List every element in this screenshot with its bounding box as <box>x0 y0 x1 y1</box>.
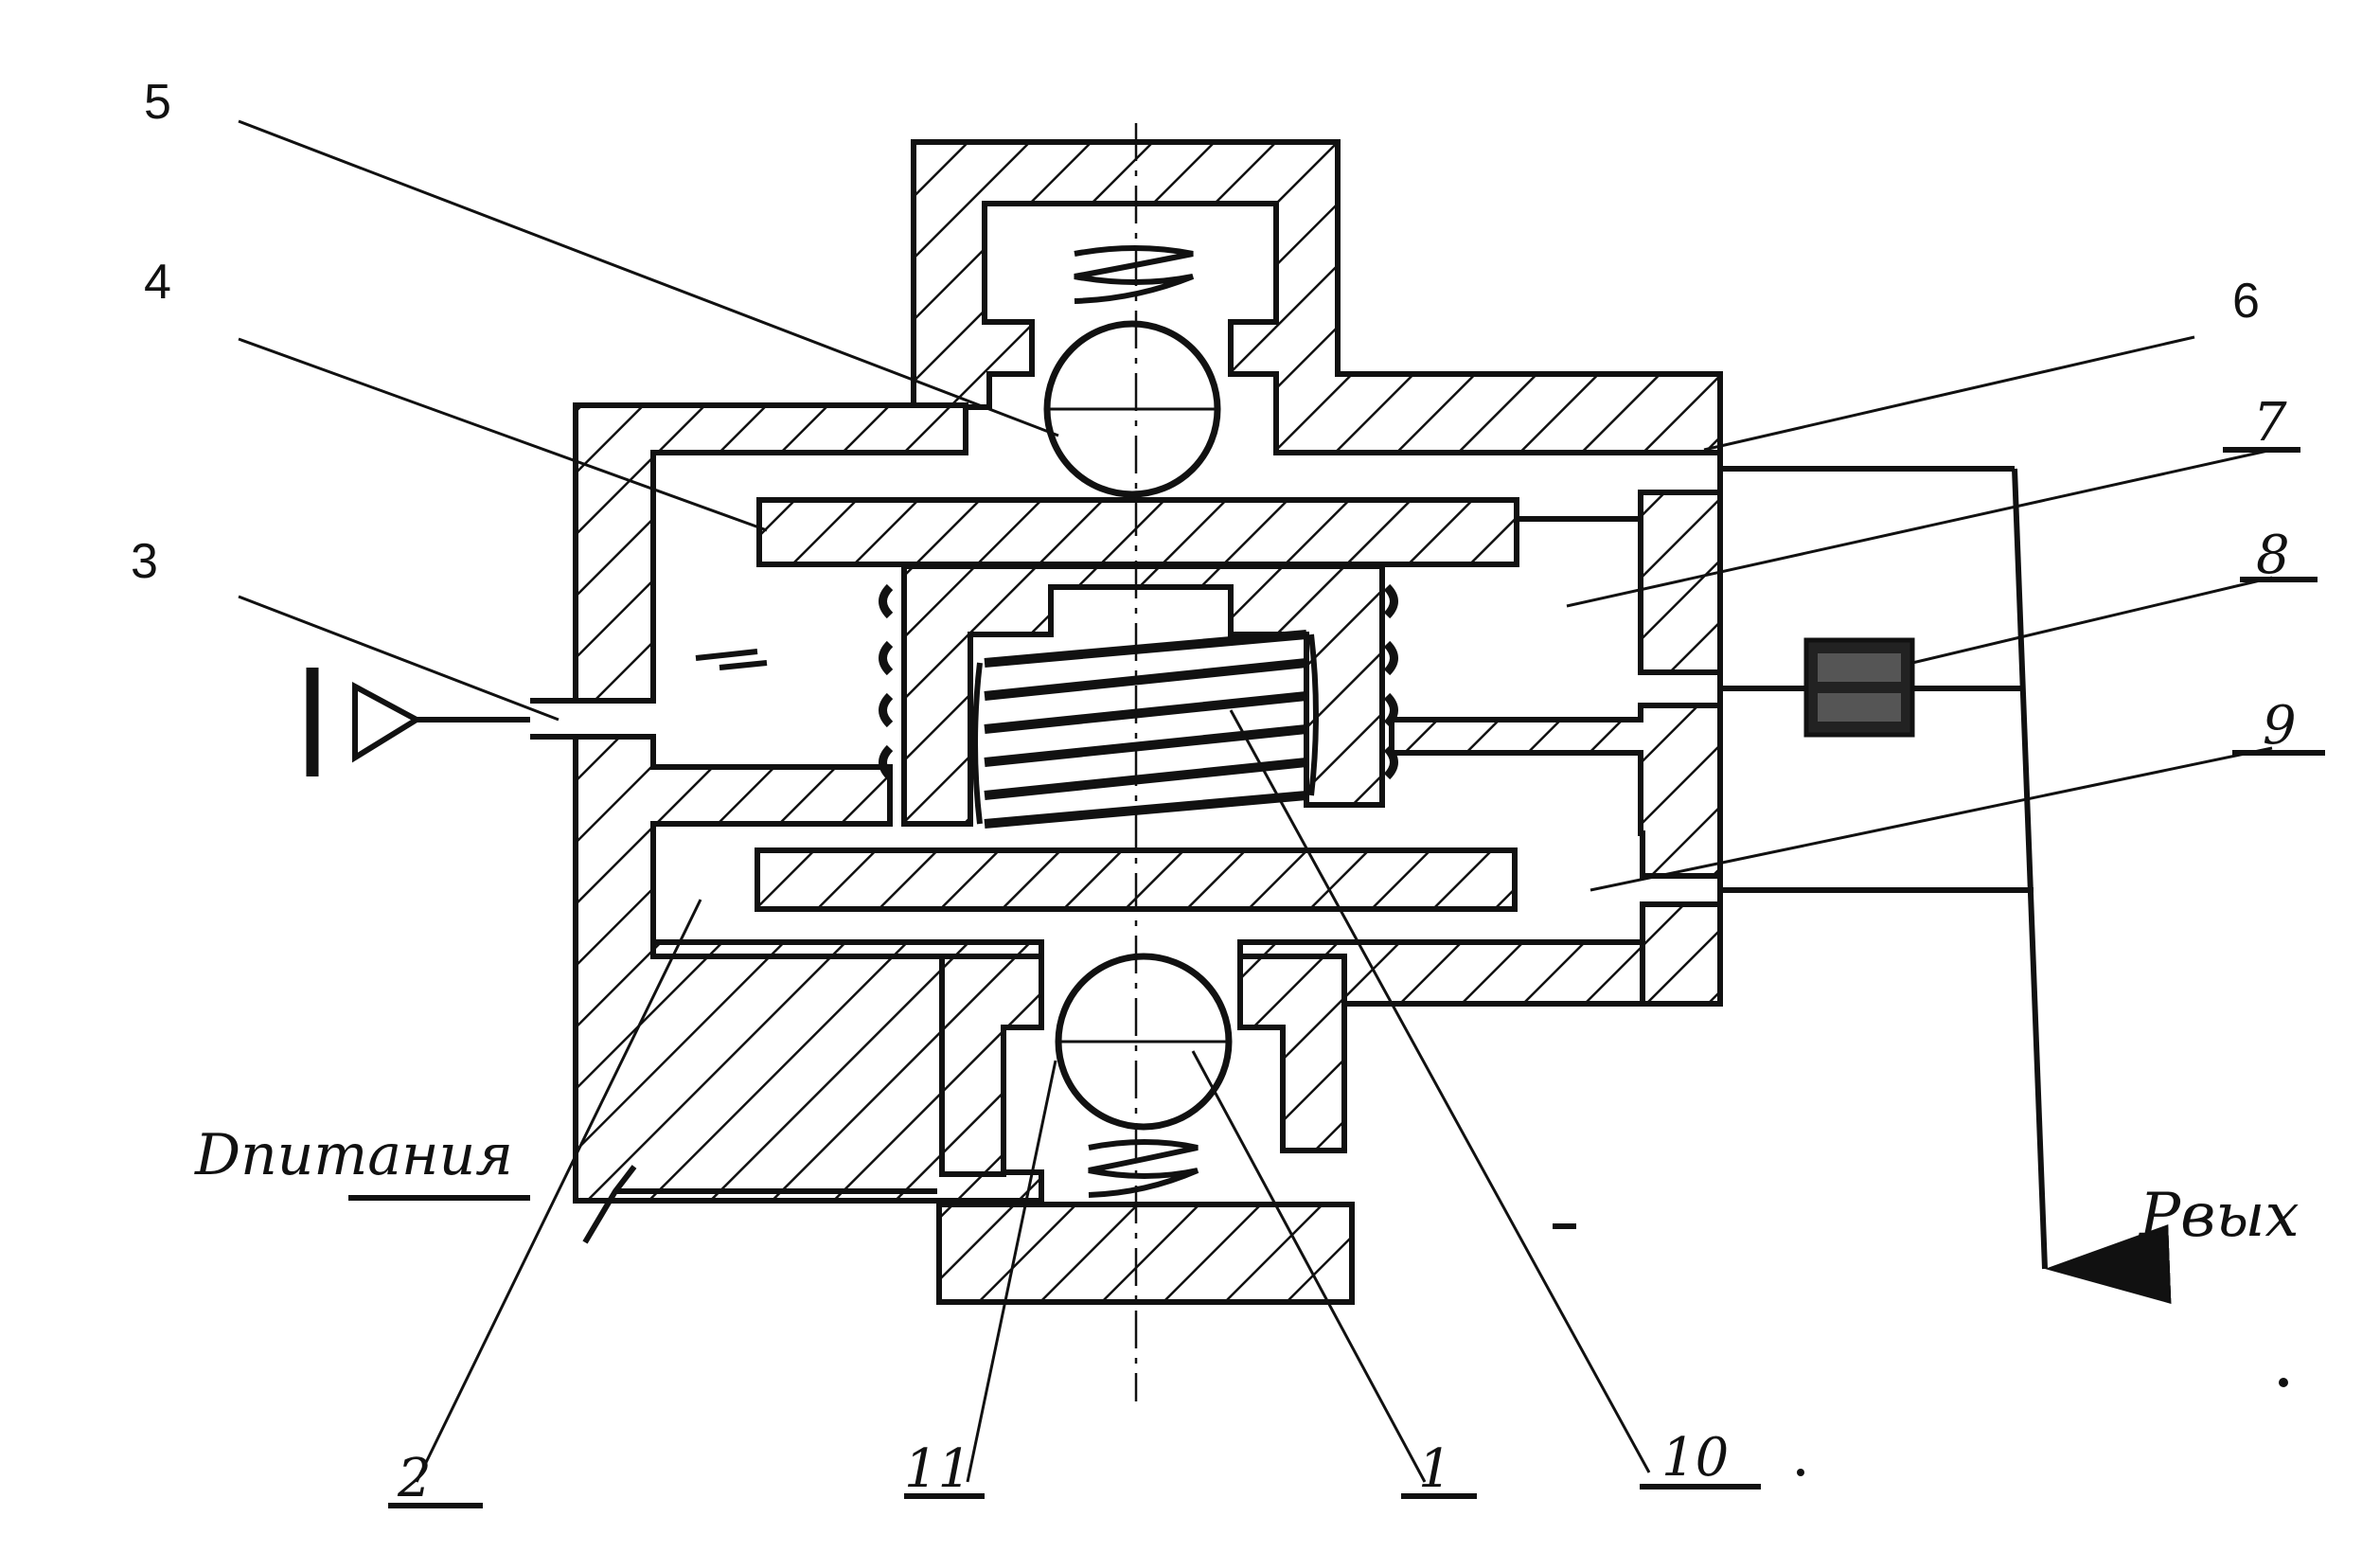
callout-numbers: 5 4 3 6 7 8 9 2 11 1 10 <box>131 75 2297 1509</box>
chamber-outlines <box>530 453 1723 904</box>
bottom-cap-right <box>1237 954 1347 1153</box>
callout-2: 2 <box>397 1448 432 1509</box>
callout-7: 7 <box>2253 392 2287 454</box>
callout-3: 3 <box>131 534 158 589</box>
bottom-cap-left <box>939 954 1044 1177</box>
spring-housing <box>901 563 1385 827</box>
bellows-coils <box>879 583 1398 780</box>
callout-8: 8 <box>2256 525 2290 586</box>
bottom-spring <box>1088 1139 1199 1198</box>
callout-1: 1 <box>1418 1438 1452 1500</box>
throttle-restrictor <box>1803 637 1915 738</box>
output-line <box>1720 466 2172 1304</box>
housing-right-middle <box>1389 703 1723 879</box>
port-left-label: I <box>301 662 302 664</box>
exhaust-port: I <box>301 662 530 776</box>
housing-right-upper <box>1638 490 1723 675</box>
callout-11: 11 <box>904 1438 971 1500</box>
callout-9: 9 <box>2263 695 2297 757</box>
housing-right-lower <box>1640 901 1723 1007</box>
upper-diaphragm-plate <box>756 497 1519 567</box>
leader-lines <box>238 119 2325 1508</box>
output-pressure-label: Pвых <box>2139 1181 2300 1251</box>
main-spring <box>972 630 1319 829</box>
callout-4: 4 <box>144 255 171 310</box>
scan-marks <box>695 649 2288 1476</box>
callout-10: 10 <box>1661 1427 1729 1489</box>
supply-label: Dпитания <box>194 1122 513 1188</box>
callout-6: 6 <box>2232 274 2260 329</box>
top-cap <box>911 139 1723 455</box>
bottom-cap-base <box>936 1202 1355 1305</box>
callout-5: 5 <box>144 75 171 130</box>
supply-line <box>348 1165 937 1244</box>
top-spring <box>1074 245 1195 304</box>
